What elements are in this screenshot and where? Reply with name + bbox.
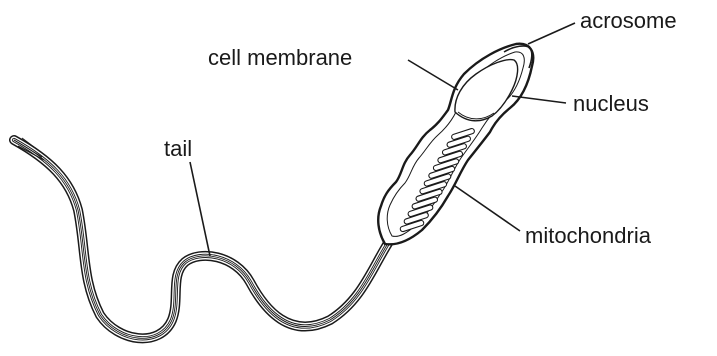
cell-membrane-label: cell membrane: [208, 45, 352, 70]
tail-structure: [14, 138, 390, 338]
nucleus-leader: [512, 96, 566, 103]
cell-membrane-leader: [408, 60, 458, 90]
nucleus-shape: [455, 60, 518, 121]
acrosome-label: acrosome: [580, 8, 677, 33]
mitochondria-label: mitochondria: [525, 223, 652, 248]
tail-label: tail: [164, 136, 192, 161]
mitochondria-leader: [455, 186, 520, 231]
tail-leader: [190, 162, 210, 256]
acrosome-leader: [528, 23, 575, 44]
nucleus-label: nucleus: [573, 91, 649, 116]
